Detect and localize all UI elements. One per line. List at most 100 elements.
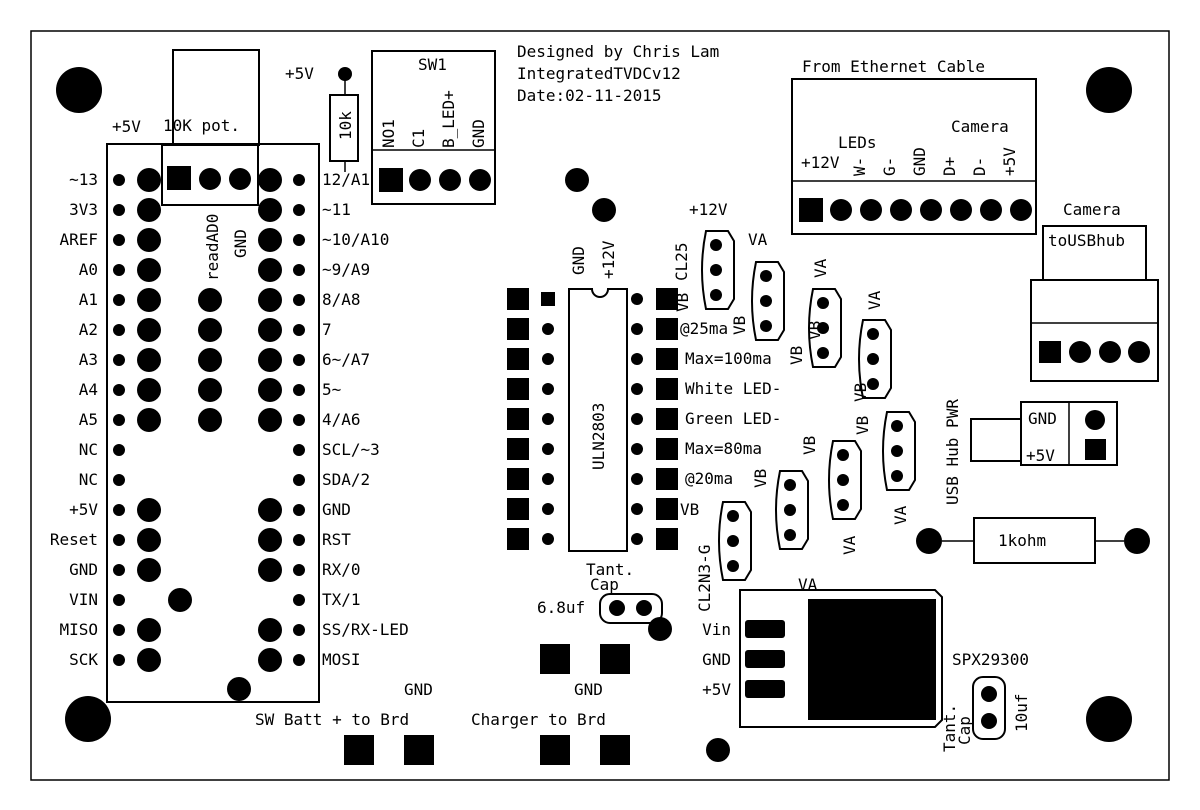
sw1-footprint: [371, 50, 496, 205]
usb-hub-pad: [1085, 410, 1105, 430]
regulator-pad: [817, 322, 829, 334]
uln-right-square-pad: [656, 378, 678, 400]
regulator-pad: [727, 535, 739, 547]
arduino-right-pin-label: RST: [322, 530, 351, 549]
reg-vb-label: VB: [851, 383, 870, 402]
uln-12v-label: +12V: [599, 240, 618, 279]
usb-hub-5v-label: +5V: [1026, 446, 1055, 465]
arduino-left-pin-label: A5: [79, 410, 98, 429]
arduino-large-pad: [258, 288, 282, 312]
arduino-left-pin-label: A1: [79, 290, 98, 309]
uln-left-square-pad: [507, 438, 529, 460]
pot-pad: [199, 168, 221, 190]
uln-right-square-pad: [656, 408, 678, 430]
arduino-right-pin-label: ~9/A9: [322, 260, 370, 279]
uln-left-square-pad: [507, 378, 529, 400]
arduino-pad: [113, 474, 125, 486]
uln-right-square-pad: [656, 498, 678, 520]
arduino-left-pin-label: GND: [69, 560, 98, 579]
arduino-left-labels: ~133V3AREFA0A1A2A3A4A5NCNC+5VResetGNDVIN…: [50, 170, 99, 669]
arduino-pad: [113, 564, 125, 576]
regulator-body: [882, 411, 916, 491]
reg-vb-label: VB: [800, 436, 819, 455]
arduino-pad: [293, 564, 305, 576]
arduino-pad: [113, 624, 125, 636]
regulator-pad: [727, 510, 739, 522]
arduino-right-pin-label: MOSI: [322, 650, 361, 669]
regulator-pad: [760, 295, 772, 307]
arduino-large-pad: [137, 348, 161, 372]
uln-left-square-pad: [507, 498, 529, 520]
arduino-large-pad: [137, 258, 161, 282]
resistor-supply-label: +5V: [285, 64, 314, 83]
ethernet-pad: [1010, 199, 1032, 221]
charger-pad: [600, 644, 630, 674]
arduino-pad: [293, 324, 305, 336]
usb-hub-pwr-label: USB Hub PWR: [943, 399, 962, 505]
spx-pin-pad: [745, 650, 785, 668]
arduino-left-pin-label: A2: [79, 320, 98, 339]
usb-hub-square-pad: [1085, 439, 1106, 460]
uln-pin1-pad: [541, 292, 555, 306]
arduino-left-pin-label: Reset: [50, 530, 98, 549]
arduino-right-pin-label: SCL/~3: [322, 440, 380, 459]
uln-note: VB: [673, 293, 692, 312]
ethernet-camera-label: Camera: [951, 117, 1009, 136]
tant-cap2-body: [972, 676, 1006, 740]
resistor-10k-label: 10k: [336, 111, 355, 140]
arduino-pad: [113, 444, 125, 456]
tant-cap1-body: [599, 593, 663, 624]
arduino-pad: [293, 414, 305, 426]
charger-pad: [540, 644, 570, 674]
arduino-large-pad: [168, 588, 192, 612]
arduino-right-pin-label: SDA/2: [322, 470, 370, 489]
board-outline: [30, 30, 1170, 781]
arduino-large-pad: [198, 408, 222, 432]
bottom-gnd-label-2: GND: [574, 680, 603, 699]
tant-cap1-value: 6.8uf: [537, 598, 585, 617]
arduino-large-pad: [137, 228, 161, 252]
mounting-hole: [65, 696, 111, 742]
arduino-right-pin-label: 6~/A7: [322, 350, 370, 369]
arduino-large-pad: [258, 528, 282, 552]
uln-note: VB: [680, 500, 699, 519]
tant-cap2-line2: Cap: [955, 716, 974, 745]
usb-hub-gnd-label: GND: [1028, 409, 1057, 428]
tant-cap2-pad: [981, 713, 997, 729]
regulator-pad: [837, 474, 849, 486]
arduino-pad: [293, 294, 305, 306]
uln-pin-pad: [631, 413, 643, 425]
resistor-10k-body: [329, 94, 359, 162]
reg-cl2n3-label: CL2N3-G: [695, 545, 714, 612]
spx-pin-label: +5V: [702, 680, 731, 699]
mounting-hole: [56, 67, 102, 113]
camera-usb-label: Camera: [1063, 200, 1121, 219]
arduino-large-pad: [137, 618, 161, 642]
tant-cap1-line1: Tant.: [586, 560, 634, 579]
arduino-pad: [113, 354, 125, 366]
arduino-large-pad: [137, 528, 161, 552]
arduino-pad: [293, 474, 305, 486]
resistor-1k-body: [973, 517, 1096, 564]
arduino-large-pad: [198, 378, 222, 402]
arduino-right-pin-label: 4/A6: [322, 410, 361, 429]
arduino-pad: [293, 624, 305, 636]
uln-pads: [507, 288, 678, 550]
regulator-pad: [784, 479, 796, 491]
arduino-large-pad: [258, 558, 282, 582]
arduino-pad: [293, 654, 305, 666]
arduino-pad: [113, 264, 125, 276]
tant-cap2-line1: Tant.: [940, 704, 959, 752]
arduino-large-pad: [258, 168, 282, 192]
pot-footprint: [161, 144, 259, 206]
arduino-left-pin-label: NC: [79, 470, 98, 489]
reg-vb-label: VB: [787, 346, 806, 365]
arduino-large-pad: [258, 648, 282, 672]
arduino-large-pad: [258, 498, 282, 522]
uln-left-square-pad: [507, 468, 529, 490]
arduino-left-pin-label: VIN: [69, 590, 98, 609]
uln-pin-pad: [542, 413, 554, 425]
